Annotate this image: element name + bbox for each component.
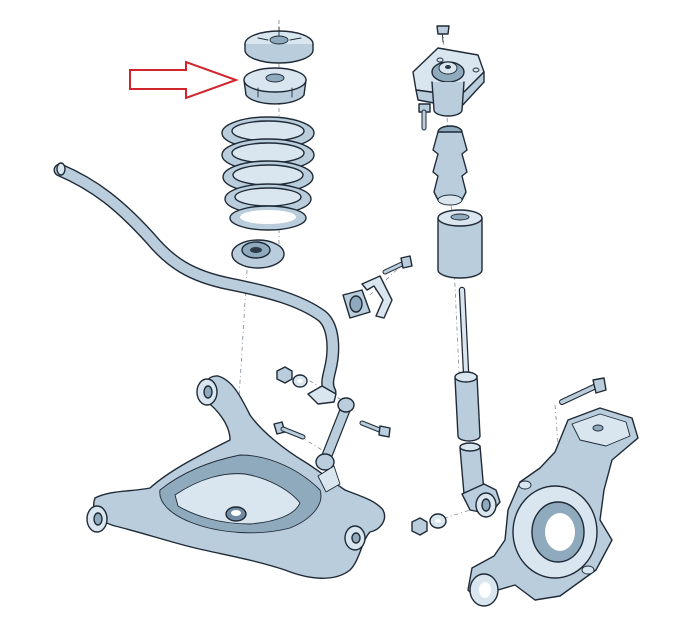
spring-lower-seat	[231, 239, 285, 269]
strut-top-mount	[412, 25, 485, 117]
wheel-carrier	[467, 407, 639, 607]
highlight-arrow-icon	[129, 60, 239, 100]
link-bolt	[359, 420, 391, 438]
bracket-bolt	[382, 255, 413, 275]
shock-absorber	[454, 286, 501, 518]
lower-control-arm	[86, 375, 386, 579]
spring-upper-seat	[243, 67, 307, 105]
knuckle-bolt	[559, 377, 607, 405]
stabilizer-bracket	[361, 275, 393, 319]
link-nut	[276, 366, 308, 388]
stabilizer-bar	[53, 162, 340, 399]
stabilizer-bushing	[342, 289, 371, 319]
stabilizer-link	[307, 385, 355, 471]
dust-cover	[437, 209, 483, 279]
bump-stop	[432, 125, 468, 206]
coil-spring	[221, 116, 315, 231]
control-arm-bolt	[273, 421, 306, 440]
shock-nut	[411, 513, 447, 536]
strut-mount-bolt	[418, 103, 431, 131]
spring-top-mount	[244, 26, 314, 64]
